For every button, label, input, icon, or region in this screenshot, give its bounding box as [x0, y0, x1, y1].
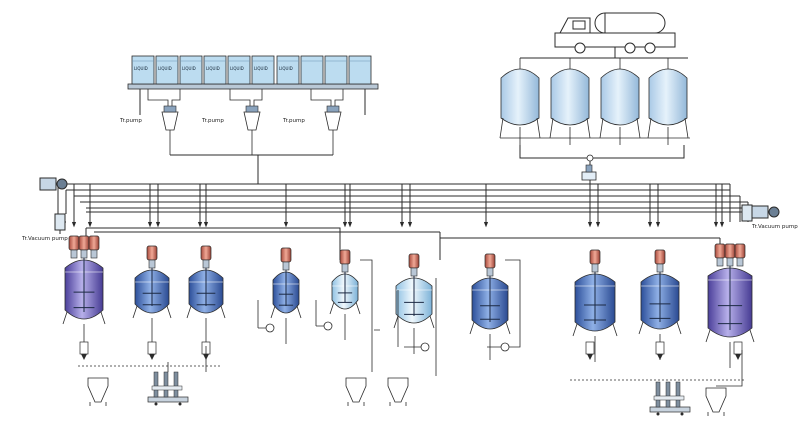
ibc-container [324, 55, 348, 85]
header-piping [39, 155, 780, 260]
left-vacuum-pump-label: Tr.Vacuum pump [21, 236, 68, 242]
storage-tank [499, 58, 541, 145]
reactor-1 [62, 235, 106, 350]
transfer-pump-label: Tr.pump [119, 118, 142, 124]
storage-tank [599, 58, 641, 145]
ibc-label: LIQUID [230, 66, 244, 71]
transfer-pump: Tr.pump [201, 89, 263, 155]
transfer-pump-label: Tr.pump [282, 118, 305, 124]
ibc-label: LIQUID [279, 66, 293, 71]
ibc-label: LIQUID [182, 66, 196, 71]
reactor-10 [705, 243, 755, 368]
reactor-9 [638, 249, 682, 360]
bag-filter [585, 341, 595, 360]
tank-truck [520, 12, 688, 59]
ibc-container: LIQUID [276, 55, 300, 85]
reactor-3 [186, 245, 226, 344]
transfer-pump-label: Tr.pump [201, 118, 224, 124]
reactor-8 [572, 249, 618, 362]
ibc-container: LIQUID [155, 55, 179, 85]
ibc-container [300, 55, 324, 85]
filling-station-left [147, 371, 189, 406]
tank-farm-pump [581, 164, 597, 181]
bag-filter [147, 341, 157, 360]
product-hopper [387, 377, 409, 406]
ibc-container: LIQUID [179, 55, 203, 85]
bag-filter [733, 341, 743, 360]
ibc-label: LIQUID [158, 66, 172, 71]
right-filter [741, 204, 753, 222]
product-hopper [87, 377, 109, 406]
right-vacuum-pump-label: Tr.Vacuum pump [751, 224, 798, 230]
ibc-label: LIQUID [254, 66, 268, 71]
transfer-pump: Tr.pump [282, 89, 344, 155]
ibc-container [348, 55, 372, 85]
reactor-6 [393, 253, 435, 354]
reactor-2 [132, 245, 172, 344]
storage-tank [647, 58, 689, 145]
filling-station-right [649, 381, 691, 416]
circulation-pump [265, 323, 275, 333]
circulation-pump [500, 342, 510, 352]
transfer-pump: Tr.pump [119, 89, 181, 155]
ibc-container: LIQUID [203, 55, 227, 85]
right-vacuum-pump [751, 205, 780, 219]
ibc-label: LIQUID [206, 66, 220, 71]
check-valve [586, 154, 594, 162]
bag-filter [79, 341, 89, 360]
ibc-container: LIQUID [227, 55, 251, 85]
reactor-4 [270, 247, 302, 344]
reactor-7 [469, 253, 511, 360]
ibc-container: LIQUID [131, 55, 155, 85]
ibc-label: LIQUID [134, 66, 148, 71]
product-hopper [705, 387, 727, 416]
circulation-pump [420, 342, 430, 352]
product-hopper [345, 377, 367, 406]
circulation-pump [323, 321, 333, 331]
bag-filter [655, 341, 665, 360]
reactor-5 [329, 249, 361, 340]
left-vacuum-pump [39, 177, 68, 191]
ibc-container: LIQUID [251, 55, 275, 85]
storage-tank [549, 58, 591, 145]
left-filter [54, 213, 66, 231]
